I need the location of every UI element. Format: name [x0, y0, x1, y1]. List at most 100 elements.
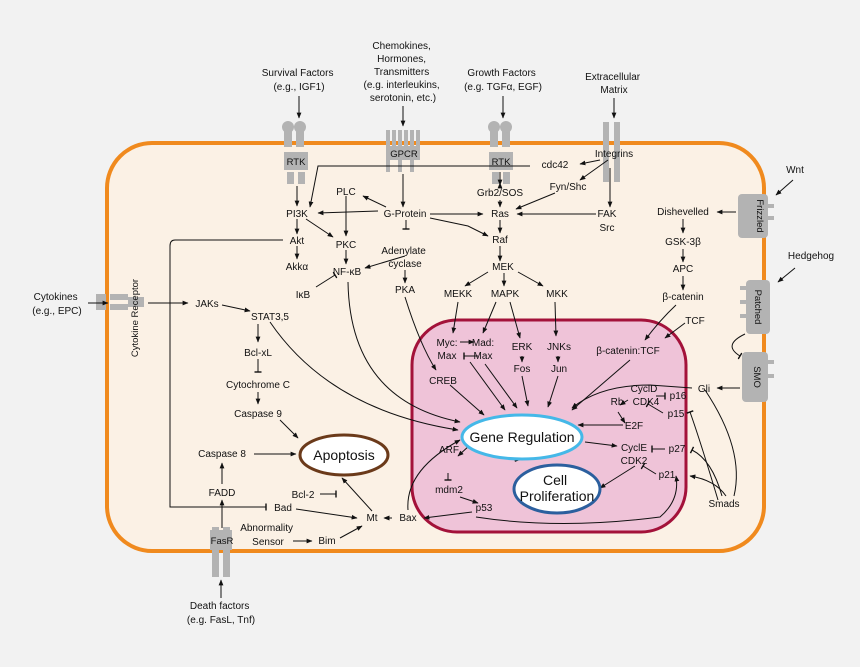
node-fyn-shc: Fyn/Shc	[550, 182, 587, 193]
node-gli: Gli	[698, 384, 710, 395]
edge	[407, 439, 461, 511]
edge	[521, 375, 530, 407]
edge	[269, 321, 459, 432]
edge	[404, 296, 437, 371]
gene-regulation-label: Gene Regulation	[469, 429, 574, 445]
node-cycld: CyclD	[631, 384, 658, 395]
edge	[459, 496, 479, 504]
node-adenylate-cyclase: Adenylate cyclase	[381, 246, 428, 270]
node-cytochrome-c: Cytochrome C	[226, 380, 290, 391]
node-p53: p53	[476, 503, 493, 514]
gene-regulation-node: Gene Regulation	[460, 413, 584, 461]
fasr-label: FasR	[211, 536, 234, 547]
edge	[169, 239, 283, 511]
edge	[362, 195, 387, 208]
node-bcl2: Bcl-2	[292, 490, 315, 501]
edge	[347, 281, 461, 424]
node-mt: Mt	[366, 513, 377, 524]
death-factors-label: Death factors (e.g. FasL, Tnf)	[187, 601, 255, 626]
node-cdc42: cdc42	[542, 160, 569, 171]
node-max-left: Max	[438, 351, 457, 362]
node-fak: FAK	[598, 209, 617, 220]
node-akka: Akkα	[286, 262, 309, 273]
node-cycle: CyclE	[621, 443, 647, 454]
edge	[775, 179, 794, 196]
node-ikb: IκB	[296, 290, 311, 301]
chemokines-label: Chemokines, Hormones, Transmitters (e.g.…	[364, 41, 443, 104]
edge	[429, 217, 489, 237]
node-dishevelled: Dishevelled	[657, 207, 709, 218]
node-cdk2: CDK2	[621, 456, 648, 467]
node-mkk: MKK	[546, 289, 568, 300]
node-mdm2: mdm2	[435, 485, 463, 496]
frizzled-receptor: Frizzled	[738, 194, 774, 238]
node-fos: Fos	[514, 364, 531, 375]
node-arf: ARF	[439, 445, 459, 456]
hedgehog-label: Hedgehog	[788, 251, 834, 262]
survival-factors-label: Survival Factors (e.g., IGF1)	[262, 68, 336, 93]
node-p27: p27	[669, 444, 686, 455]
node-caspase8: Caspase 8	[198, 449, 246, 460]
edge	[584, 441, 618, 448]
node-pkc: PKC	[336, 240, 357, 251]
node-raf: Raf	[492, 235, 508, 246]
edge	[645, 400, 664, 414]
edge	[599, 465, 636, 489]
smo-label: SMO	[751, 366, 762, 388]
edge	[482, 301, 497, 334]
node-gsk3b: GSK-3β	[665, 237, 701, 248]
node-beta-catenin: β-catenin	[662, 292, 703, 303]
cytokine-receptor: Cytokine Receptor	[96, 279, 144, 357]
node-beta-catenin-tcf: β-catenin:TCF	[596, 346, 660, 357]
node-bcl-xl: Bcl-xL	[244, 348, 272, 359]
apoptosis-label: Apoptosis	[313, 447, 374, 463]
edge	[689, 446, 723, 497]
cytokines-label: Cytokines (e.g., EPC)	[32, 292, 81, 317]
node-nfkb: NF-κB	[333, 267, 362, 278]
pathway-nodes: cdc42 Integrins PI3K PLC G-Protein Grb2/…	[195, 149, 710, 548]
node-caspase9: Caspase 9	[234, 409, 282, 420]
node-jnks: JNKs	[547, 342, 571, 353]
cell-proliferation-label: Cell Proliferation	[520, 472, 595, 504]
gpcr-label: GPCR	[390, 149, 418, 160]
node-fadd: FADD	[209, 488, 236, 499]
edge	[339, 525, 363, 539]
node-mek: MEK	[492, 262, 514, 273]
patched-receptor: Patched	[740, 280, 770, 334]
rtk-left-receptor: RTK	[282, 121, 308, 184]
node-mapk: MAPK	[491, 289, 520, 300]
rtk-left-label: RTK	[287, 157, 306, 168]
node-p16: p16	[670, 391, 687, 402]
node-mekk: MEKK	[444, 289, 473, 300]
edge	[553, 301, 559, 337]
node-bax: Bax	[399, 513, 416, 524]
edge	[571, 384, 693, 409]
node-e2f: E2F	[625, 421, 643, 432]
fasr-receptor: FasR	[210, 527, 233, 577]
node-tcf: TCF	[685, 316, 704, 327]
edge	[664, 322, 686, 339]
edge	[469, 361, 506, 411]
edge	[704, 389, 737, 497]
node-erk: ERK	[512, 342, 533, 353]
edge	[341, 477, 373, 512]
node-pka: PKA	[395, 285, 415, 296]
node-bad: Bad	[274, 503, 292, 514]
node-mad: Mad:	[472, 338, 494, 349]
edge	[305, 218, 334, 238]
edge	[509, 301, 521, 339]
growth-factors-label: Growth Factors (e.g. TGFα, EGF)	[464, 68, 542, 93]
node-akt: Akt	[290, 236, 305, 247]
cell-proliferation-node: Cell Proliferation	[512, 463, 602, 515]
edge	[484, 363, 518, 409]
node-apc: APC	[673, 264, 694, 275]
patched-label: Patched	[752, 290, 763, 325]
node-plc: PLC	[336, 187, 355, 198]
node-bim: Bim	[318, 536, 335, 547]
edge	[547, 375, 559, 408]
integrins-receptor	[603, 122, 620, 182]
edge	[317, 210, 379, 216]
edge	[579, 159, 609, 181]
node-stat35: STAT3,5	[251, 312, 289, 323]
edge	[686, 410, 719, 501]
